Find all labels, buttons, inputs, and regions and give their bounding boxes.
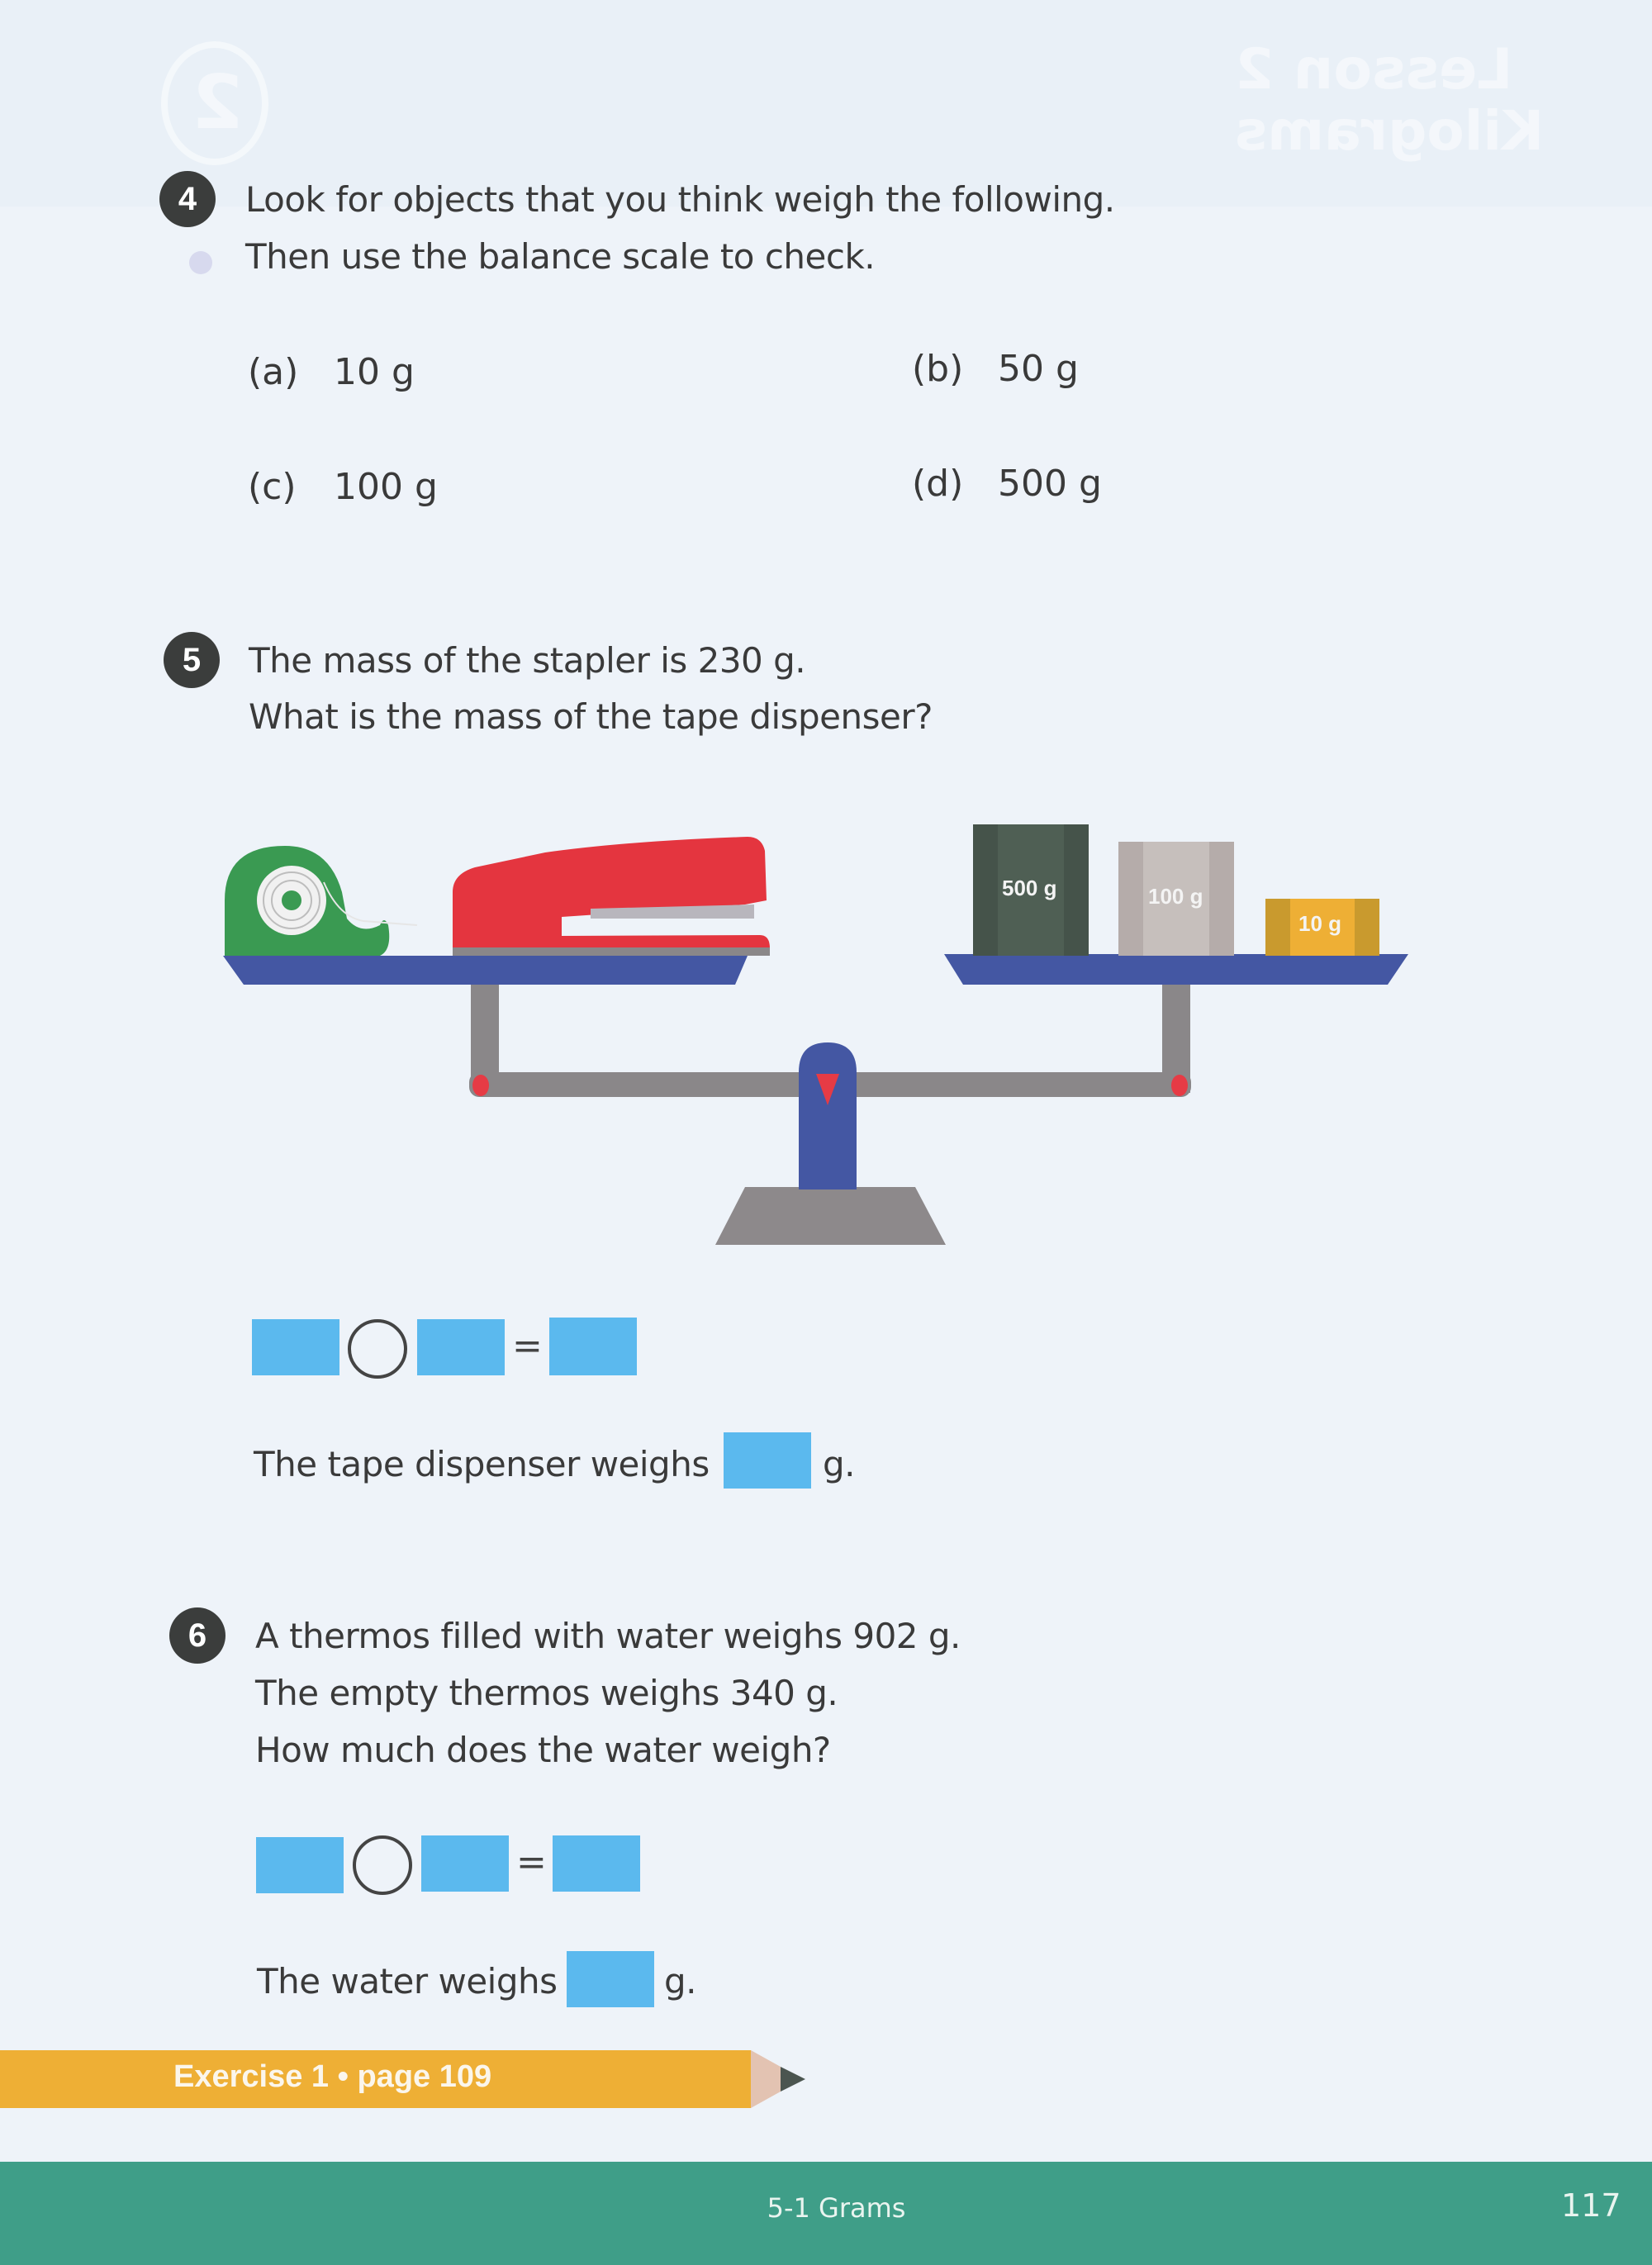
answer-box-operand-2[interactable] <box>417 1319 505 1375</box>
section-title: 5-1 Grams <box>767 2192 906 2224</box>
option-value: 50 g <box>998 348 1079 390</box>
operator-circle[interactable] <box>348 1319 407 1379</box>
answer-sentence-suffix: g. <box>823 1444 856 1484</box>
question-line: Look for objects that you think weigh th… <box>245 179 1115 220</box>
option-label: (a) <box>248 351 299 393</box>
option-value: 100 g <box>334 466 438 508</box>
left-pan <box>223 956 748 985</box>
option-b: (b) 50 g <box>912 348 1079 390</box>
weight-label-10g: 10 g <box>1298 911 1342 936</box>
option-c: (c) 100 g <box>248 466 438 508</box>
show-through-lesson-subtitle: Kilograms <box>1235 99 1545 163</box>
left-pivot <box>472 1075 489 1096</box>
option-label: (c) <box>248 466 297 508</box>
answer-box-result[interactable] <box>553 1835 640 1892</box>
operator-circle[interactable] <box>353 1835 412 1895</box>
answer-box-result[interactable] <box>549 1318 637 1375</box>
answer-box-final[interactable] <box>567 1951 654 2007</box>
question-line: A thermos filled with water weighs 902 g… <box>255 1616 961 1656</box>
equals-sign: = <box>512 1325 543 1367</box>
equals-sign: = <box>516 1841 547 1883</box>
header-band <box>0 0 1652 207</box>
right-pan <box>944 954 1408 985</box>
option-d: (d) 500 g <box>912 463 1102 505</box>
answer-box-operand-1[interactable] <box>252 1319 339 1375</box>
question-line: The mass of the stapler is 230 g. <box>249 640 806 681</box>
show-through-lesson-circle <box>161 41 268 165</box>
page-footer <box>0 2162 1652 2265</box>
answer-box-operand-2[interactable] <box>421 1835 509 1892</box>
page-number: 117 <box>1561 2187 1621 2224</box>
exercise-reference[interactable]: Exercise 1 • page 109 <box>173 2059 492 2094</box>
scale-pillar <box>799 1042 857 1189</box>
pencil-tip-icon <box>748 2050 805 2108</box>
question-line: How much does the water weigh? <box>255 1730 831 1770</box>
answer-sentence-prefix: The water weighs <box>257 1961 558 2001</box>
question-line: The empty thermos weighs 340 g. <box>255 1673 838 1713</box>
answer-sentence-suffix: g. <box>664 1961 697 2001</box>
answer-sentence-prefix: The tape dispenser weighs <box>254 1444 710 1484</box>
answer-box-operand-1[interactable] <box>256 1837 344 1893</box>
question-number-badge: 4 <box>159 171 216 227</box>
exercise-banner <box>0 2050 751 2108</box>
option-value: 10 g <box>334 351 415 393</box>
weight-10g <box>1265 899 1379 956</box>
option-a: (a) 10 g <box>248 351 415 393</box>
answer-box-final[interactable] <box>724 1432 811 1489</box>
show-through-lesson-title: Lesson 2 <box>1235 37 1513 102</box>
scale-base <box>715 1187 946 1245</box>
right-pivot <box>1171 1075 1188 1096</box>
show-through-lesson-number: 2 <box>192 59 244 146</box>
question-number-badge: 5 <box>164 632 220 688</box>
weight-100g <box>1118 842 1234 956</box>
weight-500g <box>973 824 1089 956</box>
question-number-badge: 6 <box>169 1607 225 1664</box>
balance-scale-illustration <box>223 824 1408 1245</box>
weight-label-500g: 500 g <box>1002 876 1057 900</box>
option-value: 500 g <box>998 463 1102 505</box>
bullet-dot <box>189 251 212 274</box>
option-label: (b) <box>912 348 964 390</box>
weight-label-100g: 100 g <box>1148 884 1203 909</box>
question-line: Then use the balance scale to check. <box>245 236 876 277</box>
pointer-icon <box>816 1074 839 1105</box>
question-line: What is the mass of the tape dispenser? <box>249 696 933 737</box>
tape-dispenser-icon <box>225 846 418 956</box>
stapler-icon <box>453 837 770 956</box>
option-label: (d) <box>912 463 964 505</box>
